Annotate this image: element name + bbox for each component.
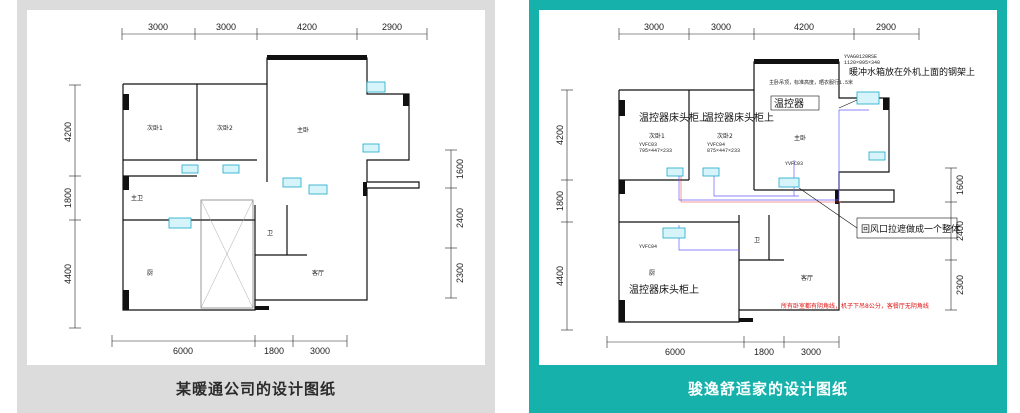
right-label-footer-note: 所有卧室都有阴角线，机子下吊8公分，客餐厅无阴角线 [781, 302, 929, 310]
right-label-bed2-thermostat: 温控器床头柜上 [704, 111, 774, 124]
left-dim-left-3: 4400 [63, 264, 73, 284]
right-label-return-note: 回风口拉遮做成一个整体 [861, 223, 960, 235]
right-room-kitchen: 厨 [649, 270, 655, 277]
left-dim-top-4: 2900 [382, 22, 402, 32]
right-dim-right-3: 2300 [955, 275, 965, 295]
left-dim-right-2: 2400 [455, 208, 465, 228]
right-dim-top-3: 4200 [794, 22, 814, 32]
left-panel: 3000 3000 4200 2900 4200 1800 4400 1600 … [17, 0, 495, 413]
left-room-bed1: 次卧1 [147, 124, 163, 132]
right-dim-left-3: 4400 [555, 266, 565, 286]
right-dim-bottom-3: 3000 [801, 347, 821, 357]
right-label-unit-d: YVFC04 [639, 244, 657, 250]
left-room-bath: 卫 [267, 230, 273, 237]
right-label-master-thermostat: 温控器 [774, 97, 804, 110]
left-room-bed2: 次卧2 [217, 124, 233, 132]
left-dim-left-2: 1800 [63, 188, 73, 208]
left-room-masterbath: 主卫 [131, 194, 143, 202]
right-panel: 3000 3000 4200 2900 4200 1800 4400 1600 … [529, 0, 1007, 413]
left-room-kitchen: 厨 [147, 270, 153, 277]
left-dim-right-3: 2300 [455, 263, 465, 283]
right-label-kitchen-thermostat: 温控器床头柜上 [629, 283, 699, 296]
right-room-master: 主卧 [794, 134, 806, 142]
left-dim-top-2: 3000 [216, 22, 236, 32]
left-plan-drawing: 3000 3000 4200 2900 4200 1800 4400 1600 … [63, 22, 465, 356]
right-dim-top-4: 2900 [876, 22, 896, 32]
left-dim-bottom-3: 3000 [310, 346, 330, 356]
right-label-unit-b: YVFC04 [707, 142, 725, 148]
right-dim-left-1: 4200 [555, 125, 565, 145]
right-dim-bottom-1: 6000 [665, 347, 685, 357]
left-floor-plan: 3000 3000 4200 2900 4200 1800 4400 1600 … [27, 10, 485, 365]
left-dim-bottom-1: 6000 [173, 346, 193, 356]
right-label-outdoor-note: 暖冲水箱放在外机上面的钢架上 [849, 66, 975, 78]
right-dim-right-1: 1600 [955, 175, 965, 195]
right-label-unit-a: YVFC03 [639, 142, 657, 148]
right-label-size-b: 875×447×233 [707, 148, 740, 154]
left-dim-top-1: 3000 [148, 22, 168, 32]
right-dim-right-2: 2400 [955, 221, 965, 241]
left-dim-bottom-2: 1800 [264, 346, 284, 356]
right-dim-left-2: 1800 [555, 191, 565, 211]
right-label-top-size: 1120×995×340 [844, 60, 880, 66]
right-label-unit-c: YVFC03 [785, 161, 803, 167]
right-caption: 骏逸舒适家的设计图纸 [687, 380, 848, 398]
left-room-master: 主卧 [297, 126, 309, 134]
left-dim-left-1: 4200 [63, 122, 73, 142]
right-room-bath: 卫 [754, 237, 760, 244]
right-label-top-model: YVAG0120RSE [844, 54, 877, 60]
right-floor-plan: 3000 3000 4200 2900 4200 1800 4400 1600 … [539, 10, 997, 365]
left-dim-top-3: 4200 [297, 22, 317, 32]
right-label-master-note: 主卧吊顶，标准高度，晒衣服行1.5米 [769, 79, 853, 86]
right-room-bed2: 次卧2 [717, 132, 733, 140]
right-room-living: 客厅 [801, 274, 813, 282]
right-dim-bottom-2: 1800 [754, 347, 774, 357]
right-plan-drawing: 3000 3000 4200 2900 4200 1800 4400 1600 … [555, 22, 975, 357]
right-room-bed1: 次卧1 [649, 132, 665, 140]
left-dim-right-1: 1600 [455, 159, 465, 179]
right-label-size-a: 795×447×233 [639, 148, 672, 154]
left-caption: 某暖通公司的设计图纸 [175, 380, 336, 398]
right-dim-top-1: 3000 [644, 22, 664, 32]
right-label-bed1-thermostat: 温控器床头柜上 [639, 111, 709, 124]
left-room-living: 客厅 [312, 269, 324, 277]
right-dim-top-2: 3000 [711, 22, 731, 32]
